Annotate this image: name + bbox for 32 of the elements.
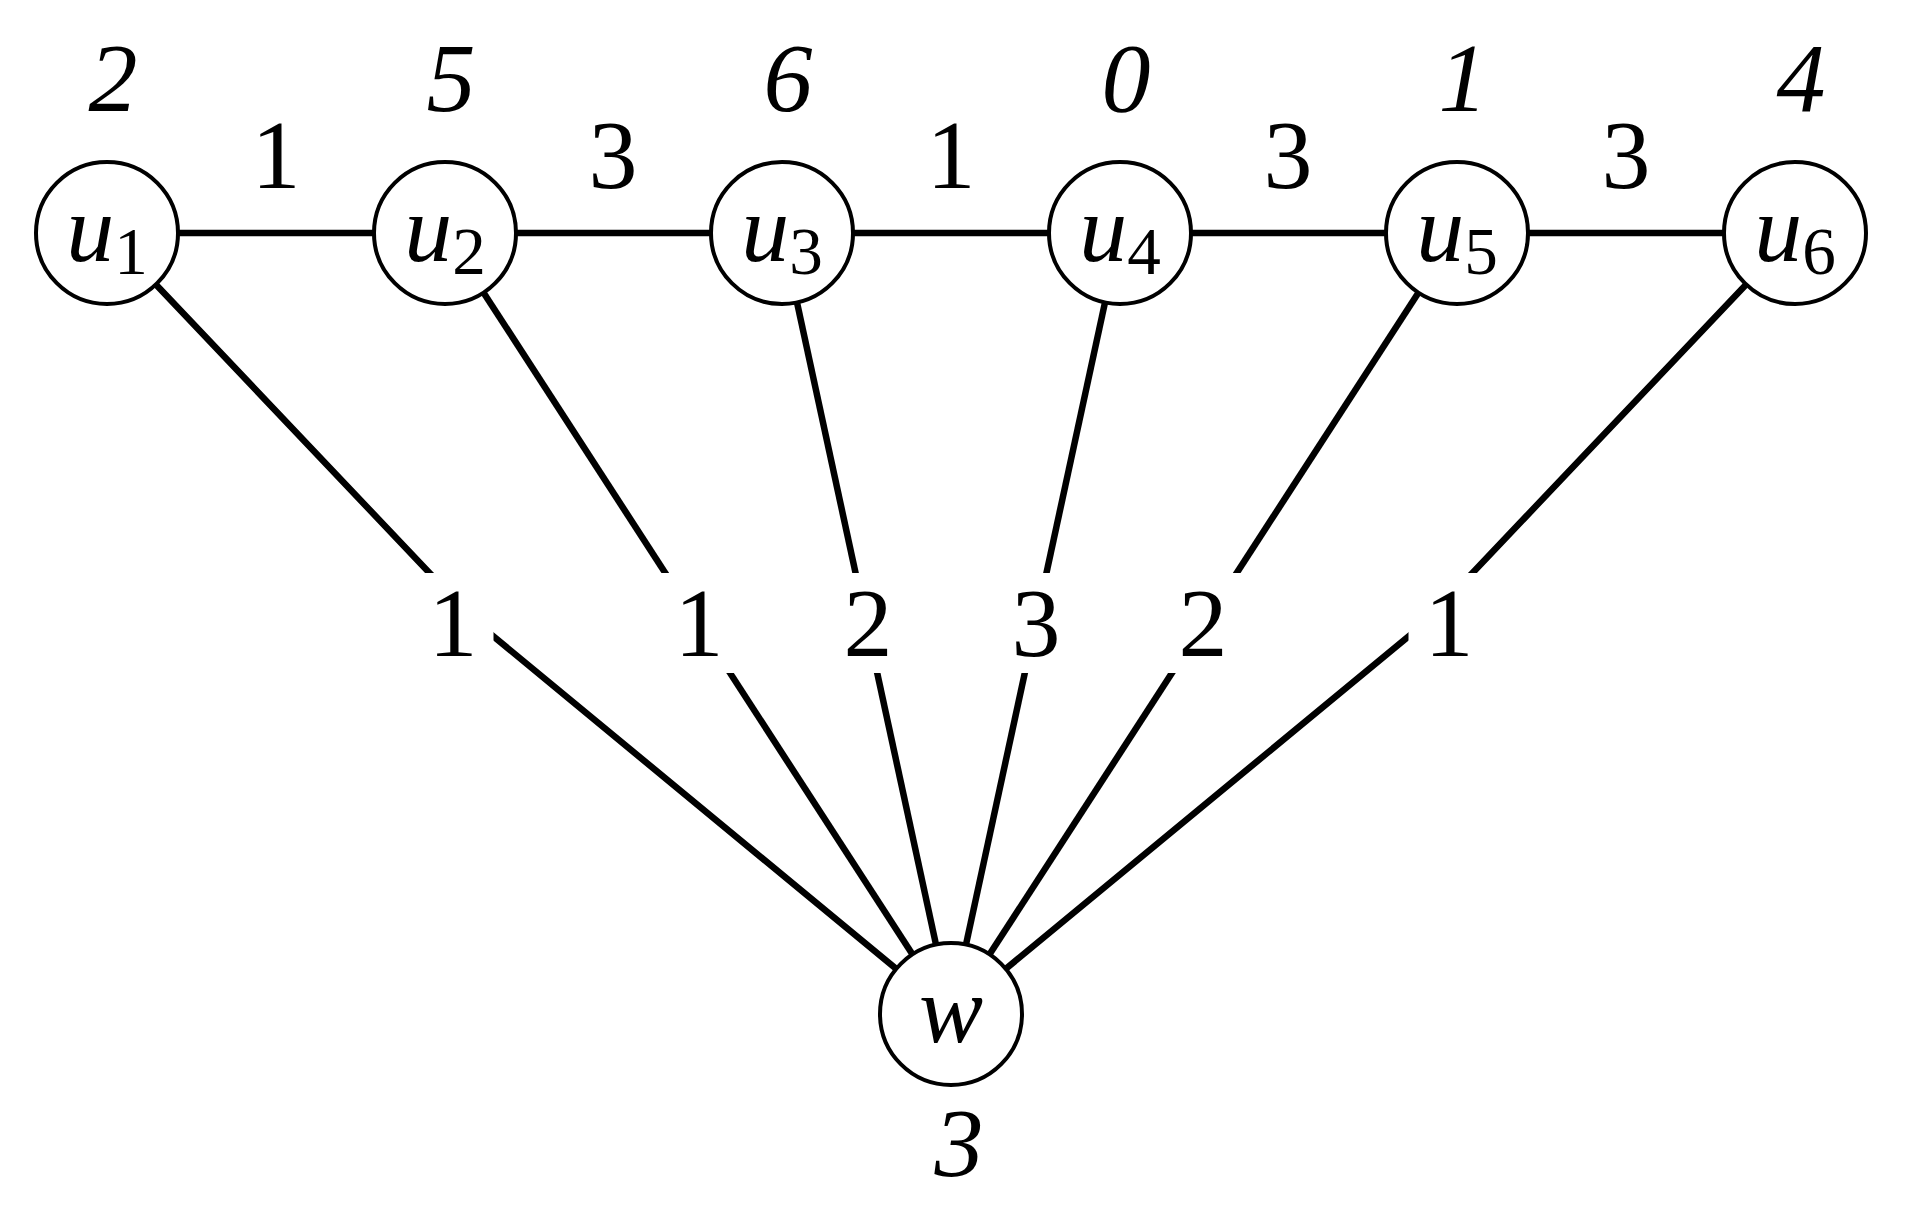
vertex-weight: 6 — [763, 29, 813, 127]
edge-weight: 1 — [926, 106, 976, 204]
edge-weight: 1 — [428, 574, 478, 672]
vertex-weight: 0 — [1101, 29, 1151, 127]
edge-line — [154, 282, 898, 971]
edge-weight: 1 — [251, 106, 301, 204]
vertex-weight: 3 — [934, 1094, 984, 1192]
vertex-weight: 5 — [426, 29, 476, 127]
vertex-label: u$_{3}$ — [741, 181, 823, 277]
edge-line — [1192, 229, 1385, 237]
vertex-label: u$_{5}$ — [1416, 181, 1498, 277]
edge-line — [1529, 229, 1723, 237]
edge-weight: 2 — [843, 574, 893, 672]
edge-weight: 3 — [1011, 574, 1061, 672]
edge-weight: 1 — [1424, 574, 1474, 672]
vertex-label: u$_{6}$ — [1754, 181, 1836, 277]
edge-weight: 2 — [1178, 574, 1228, 672]
vertex-label: w — [919, 962, 983, 1058]
edge-weight: 3 — [1601, 106, 1651, 204]
edge-line — [1004, 282, 1748, 971]
vertex-label: u$_{1}$ — [66, 181, 148, 277]
edge-line — [179, 229, 373, 237]
edge-line — [517, 229, 710, 237]
vertex-label: u$_{2}$ — [404, 181, 486, 277]
vertex-weight: 1 — [1438, 29, 1488, 127]
vertex-weight: 4 — [1776, 29, 1826, 127]
edge-weight: 1 — [674, 574, 724, 672]
edge-weight: 3 — [1263, 106, 1313, 204]
edge-weight: 3 — [588, 106, 638, 204]
vertex-label: u$_{4}$ — [1079, 181, 1161, 277]
vertex-weight: 2 — [88, 29, 138, 127]
edge-line — [854, 229, 1048, 237]
